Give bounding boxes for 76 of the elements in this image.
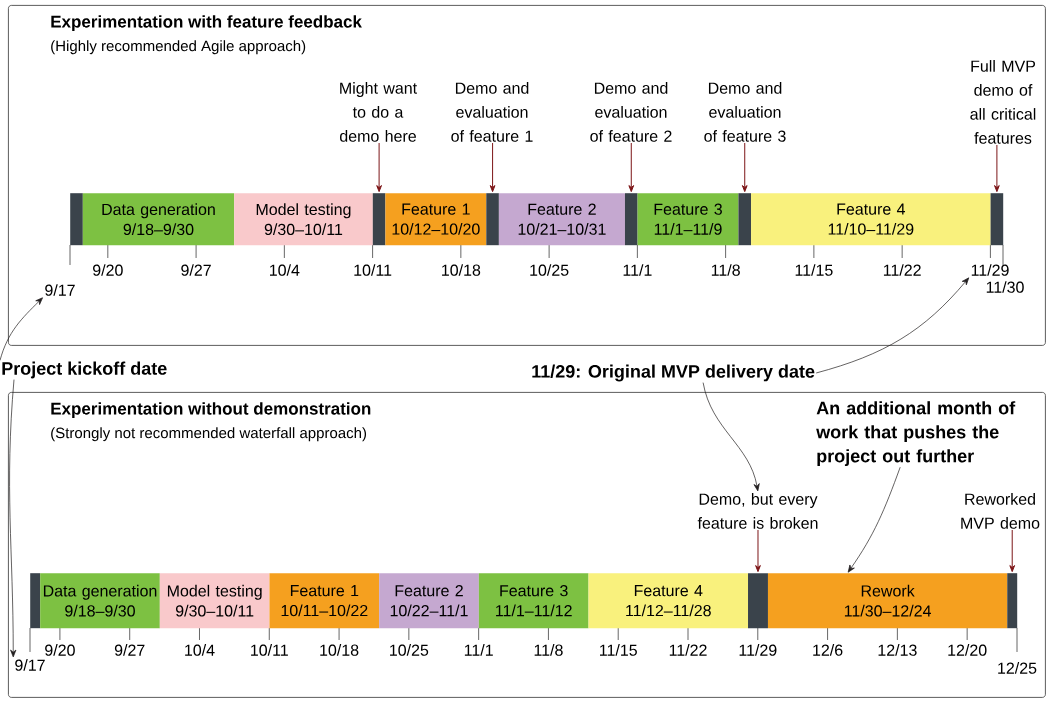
- milestone-bar: [748, 573, 768, 629]
- annotation-text: Might want to do a demo here: [340, 82, 417, 142]
- milestone-bar: [70, 193, 83, 246]
- arrow: [9, 379, 17, 658]
- callout-text: An additional month of work that pushes the project out further: [816, 401, 1016, 466]
- annotation-text: Demo and evaluation of feature 2: [590, 82, 672, 142]
- milestone-bar: [738, 193, 752, 246]
- timeline-segment: Feature 2 10/21–10/31: [498, 193, 625, 246]
- milestone-bar: [1007, 573, 1018, 629]
- tick-label: 12/20: [948, 644, 987, 656]
- milestone-bar: [30, 573, 41, 629]
- arrow: [489, 142, 496, 193]
- tick-label: 10/25: [390, 644, 429, 656]
- timeline-segment: Feature 1 10/11–10/22: [269, 573, 380, 629]
- milestone-bar: [486, 193, 499, 246]
- tick-label: 11/1: [623, 264, 652, 276]
- tick-label: 11/8: [534, 644, 563, 656]
- tick-label: 10/18: [320, 644, 359, 656]
- panel: [8, 392, 1046, 698]
- tick-label: 10/4: [185, 644, 215, 656]
- tick-label: 11/30: [986, 281, 1024, 293]
- panel-subtitle: (Strongly not recommended waterfall approach): [51, 427, 367, 442]
- tick-label: 9/20: [45, 644, 75, 656]
- tick-label: 11/1: [464, 644, 493, 656]
- tick-label: 10/11: [354, 264, 392, 276]
- timeline-segment: Feature 3 11/1–11/9: [637, 193, 739, 246]
- annotation-text: Reworked MVP demo: [961, 493, 1040, 529]
- tick-label: 12/6: [813, 644, 843, 656]
- panel-title: Experimentation without demonstration: [51, 402, 371, 419]
- arrow: [376, 142, 382, 193]
- tick-label: 11/29: [739, 644, 777, 656]
- timeline-segment: Feature 1 10/12–10/20: [385, 193, 487, 246]
- callout-text: 11/29: Original MVP delivery date: [532, 364, 815, 382]
- tick-label: 11/15: [600, 644, 637, 656]
- arrow: [0, 297, 43, 361]
- timeline-segment: Feature 4 11/10–11/29: [751, 193, 991, 246]
- annotation-text: Demo and evaluation of feature 1: [451, 82, 533, 142]
- tick-label: 9/17: [45, 284, 75, 296]
- timeline-segment: Model testing 9/30–10/11: [159, 573, 270, 629]
- tick-label: 11/8: [711, 264, 740, 276]
- timeline-segment: Data generation 9/18–9/30: [82, 193, 235, 246]
- tick-label: 9/27: [114, 644, 145, 656]
- timeline-segment: Feature 2 10/22–11/1: [379, 573, 479, 629]
- arrow: [702, 382, 760, 492]
- arrow: [741, 142, 748, 193]
- panel: [8, 5, 1046, 346]
- tick-label: 10/11: [251, 644, 288, 656]
- tick-label: 11/29: [971, 264, 1009, 276]
- annotation-text: Full MVP demo of all critical features: [970, 60, 1036, 144]
- tick-label: 10/25: [530, 264, 569, 276]
- annotation-text: Demo and evaluation of feature 3: [704, 82, 786, 142]
- arrow: [994, 144, 1000, 193]
- arrow: [628, 142, 635, 193]
- annotation-text: Demo, but every feature is broken: [697, 493, 818, 529]
- tick-label: 9/27: [181, 264, 211, 276]
- timeline-segment: Feature 4 11/12–11/28: [588, 573, 748, 629]
- timeline-segment: Model testing 9/30–10/11: [234, 193, 373, 246]
- tick-label: 12/13: [878, 644, 917, 656]
- tick-label: 11/15: [795, 264, 833, 276]
- tick-label: 12/25: [998, 662, 1037, 674]
- arrow: [847, 466, 901, 573]
- arrow: [1009, 529, 1016, 573]
- callout-text: Project kickoff date: [2, 361, 167, 379]
- arrow: [755, 529, 761, 573]
- panel-subtitle: (Highly recommended Agile approach): [51, 40, 306, 55]
- timeline-segment: Feature 3 11/1–11/12: [478, 573, 589, 629]
- arrow: [815, 277, 970, 374]
- panel-title: Experimentation with feature feedback: [51, 15, 362, 32]
- tick-label: 10/18: [442, 264, 481, 276]
- timeline-segment: Rework 11/30–12/24: [767, 573, 1008, 629]
- tick-label: 9/17: [15, 659, 45, 671]
- tick-label: 9/20: [93, 264, 123, 276]
- tick-label: 11/22: [883, 264, 921, 276]
- tick-label: 11/22: [669, 644, 707, 656]
- timeline-segment: Data generation 9/18–9/30: [40, 573, 160, 629]
- tick-label: 10/4: [270, 264, 300, 276]
